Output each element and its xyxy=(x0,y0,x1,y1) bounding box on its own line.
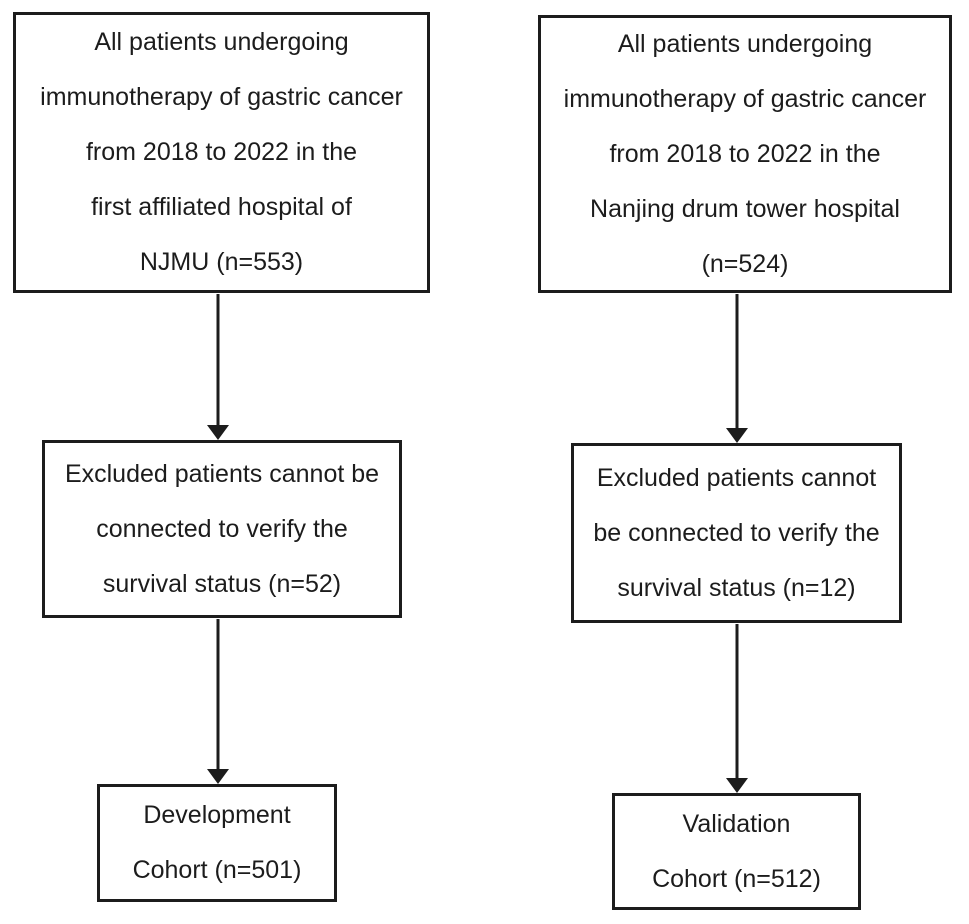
box-line: first affiliated hospital of xyxy=(91,193,352,221)
arrow-head-icon xyxy=(207,769,229,784)
arrow-njmu-to-excluded xyxy=(207,294,229,440)
box-line: immunotherapy of gastric cancer xyxy=(563,84,927,113)
box-line: All patients undergoing xyxy=(617,29,873,58)
box-line: (n=524) xyxy=(701,249,789,278)
box-line: from 2018 to 2022 in the xyxy=(609,139,881,168)
box-line: from 2018 to 2022 in the xyxy=(85,138,358,166)
box-all-patients-njmu: All patients undergoing immunotherapy of… xyxy=(13,12,430,293)
arrow-head-icon xyxy=(726,428,748,443)
arrow-shaft xyxy=(735,624,739,780)
box-line: be connected to verify the xyxy=(593,518,880,547)
box-line: All patients undergoing xyxy=(94,28,349,56)
box-line: Development xyxy=(143,801,291,829)
box-excluded-validation: Excluded patients cannot be connected to… xyxy=(571,443,902,623)
arrow-drum-tower-to-excluded xyxy=(726,294,748,443)
box-all-patients-drum-tower: All patients undergoing immunotherapy of… xyxy=(538,15,952,293)
box-line: Excluded patients cannot be xyxy=(64,459,380,488)
arrow-excluded-to-validation-cohort xyxy=(726,624,748,793)
box-line: Cohort (n=501) xyxy=(132,856,302,884)
box-line: Nanjing drum tower hospital xyxy=(590,194,900,223)
arrow-head-icon xyxy=(726,778,748,793)
arrow-shaft xyxy=(735,294,739,430)
arrow-shaft xyxy=(216,619,220,771)
arrow-excluded-to-development-cohort xyxy=(207,619,229,784)
box-line: connected to verify the xyxy=(96,514,348,543)
box-line: Excluded patients cannot xyxy=(596,463,877,492)
arrow-head-icon xyxy=(207,425,229,440)
box-line: NJMU (n=553) xyxy=(139,248,304,276)
box-line: Validation xyxy=(682,809,791,838)
box-line: immunotherapy of gastric cancer xyxy=(40,83,403,111)
box-line: survival status (n=12) xyxy=(617,573,856,602)
box-validation-cohort: Validation Cohort (n=512) xyxy=(612,793,861,910)
arrow-shaft xyxy=(216,294,220,427)
box-line: Cohort (n=512) xyxy=(652,864,821,893)
box-development-cohort: Development Cohort (n=501) xyxy=(97,784,337,902)
box-excluded-development: Excluded patients cannot be connected to… xyxy=(42,440,402,618)
box-line: survival status (n=52) xyxy=(102,569,342,598)
